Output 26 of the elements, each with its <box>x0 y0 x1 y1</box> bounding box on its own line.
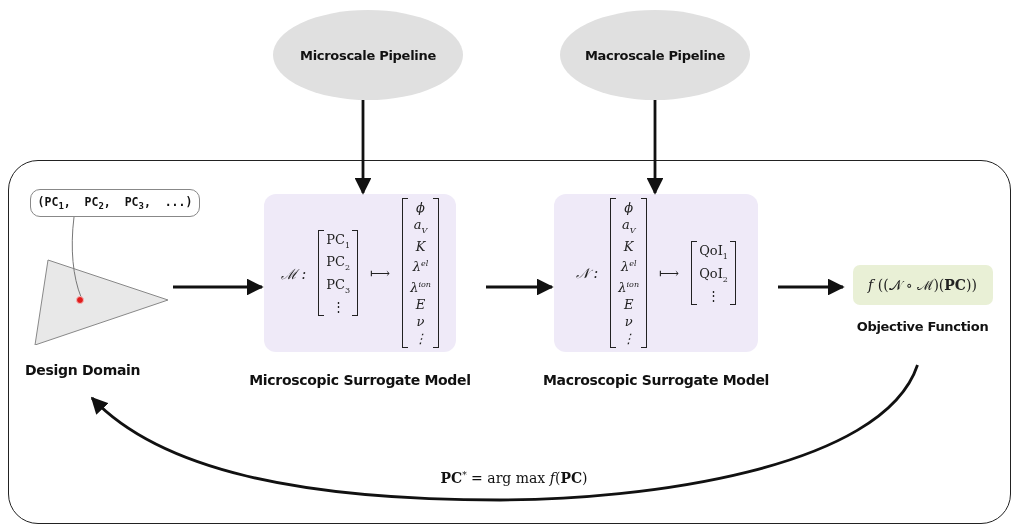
arrow <box>354 100 372 195</box>
matrix: PC$_{1}$ PC$_{2}$ PC$_{3}$ ⋮ <box>318 229 359 317</box>
operator-symbol: 𝒩 : <box>576 264 599 282</box>
pipeline-title: Microscale Pipeline <box>300 47 436 63</box>
arrow <box>778 278 845 296</box>
maps-to-arrow: ⟼ <box>659 265 680 281</box>
operator-symbol: ℳ : <box>281 264 307 283</box>
marker-dot <box>76 296 84 304</box>
arrow <box>90 364 919 502</box>
node-title: Microscopic Surrogate Model <box>249 372 471 388</box>
arrow <box>486 278 554 296</box>
node-title: Objective Function <box>856 319 989 334</box>
frame-border <box>8 160 1011 524</box>
matrix: ϕ a$_{V}$ K λ$^{el}$ λ$^{ion}$ E ν ⋮ <box>402 197 439 349</box>
maps-to-arrow: ⟼ <box>370 265 391 281</box>
matrix: QoI$_{1}$ QoI$_{2}$ ⋮ <box>691 240 736 306</box>
matrix: ϕ a$_{V}$ K λ$^{el}$ λ$^{ion}$ E ν ⋮ <box>610 197 648 349</box>
formula: f ((𝒩 ∘ ℳ)(PC)) <box>868 276 977 294</box>
arrow <box>173 278 264 296</box>
pipeline-title: Macroscale Pipeline <box>584 47 726 63</box>
node-title: Macroscopic Surrogate Model <box>542 372 770 388</box>
parameter-tuple: (PC$_{1}$, PC$_{2}$, PC$_{3}$, ...) <box>37 194 193 212</box>
leader-line <box>71 216 82 298</box>
node-title: Design Domain <box>25 362 141 378</box>
callout-bubble <box>30 189 200 217</box>
arrow <box>646 100 664 195</box>
